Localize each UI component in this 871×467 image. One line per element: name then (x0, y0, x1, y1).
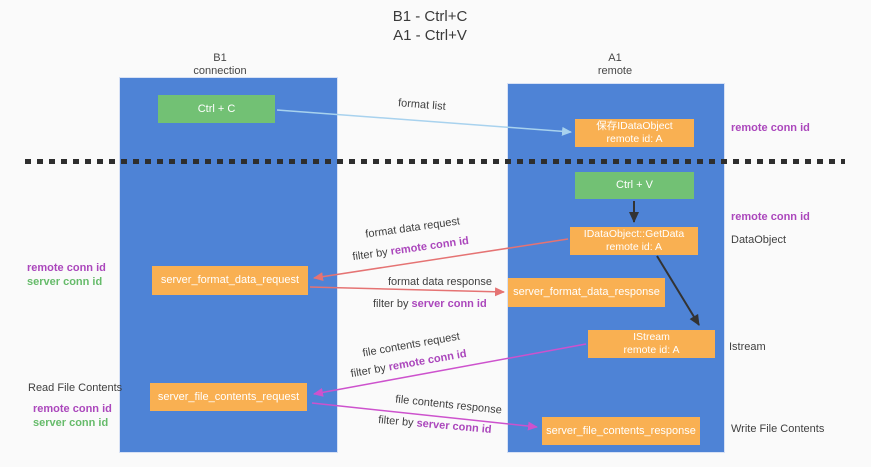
filter-prefix: filter by (349, 361, 390, 381)
node-istream-line2: remote id: A (623, 344, 680, 356)
node-saved-idataobject-line2: remote id: A (606, 133, 663, 145)
node-ctrl-v: Ctrl + V (575, 172, 694, 199)
node-ctrl-c-label: Ctrl + C (197, 102, 236, 115)
node-server-format-data-response: server_format_data_response (508, 278, 665, 307)
title-line-2: A1 - Ctrl+V (393, 27, 467, 44)
lane-a1-subtitle: remote (597, 65, 633, 77)
edge-label-file-contents-response-filter: filter by server conn id (378, 414, 492, 436)
filter-prefix: filter by (351, 245, 392, 264)
node-server-format-data-request-label: server_format_data_request (160, 274, 300, 286)
node-saved-idataobject-line1: 保存IDataObject (596, 120, 673, 132)
label-istream: Istream (729, 341, 766, 353)
diagram-title: B1 - Ctrl+C A1 - Ctrl+V (300, 7, 560, 45)
label-server-conn-id-file: server conn id (33, 417, 109, 429)
lane-b1-subtitle: connection (193, 65, 247, 77)
filter-key-server-conn-id: server conn id (411, 298, 487, 310)
node-saved-idataobject: 保存IDataObject remote id: A (575, 119, 694, 147)
label-write-file-contents: Write File Contents (731, 423, 825, 435)
lane-a1-name: A1 (608, 52, 622, 64)
node-ctrl-c: Ctrl + C (158, 95, 275, 123)
title-line-1: B1 - Ctrl+C (392, 8, 468, 25)
filter-prefix: filter by (373, 298, 412, 310)
node-server-file-contents-request: server_file_contents_request (150, 383, 307, 411)
label-remote-conn-id-format: remote conn id (27, 262, 106, 274)
node-server-format-data-request: server_format_data_request (152, 266, 308, 295)
edge-label-format-data-response-filter: filter by server conn id (373, 298, 487, 310)
edge-label-format-list: format list (397, 97, 447, 113)
lane-header-b1: B1 connection (120, 52, 320, 78)
label-remote-conn-id-top: remote conn id (731, 122, 810, 134)
edge-label-format-data-response: format data response (388, 276, 492, 288)
node-server-file-contents-request-label: server_file_contents_request (157, 390, 300, 403)
label-remote-conn-id-mid: remote conn id (731, 211, 810, 223)
label-remote-conn-id-file: remote conn id (33, 403, 112, 415)
node-idataobject-getdata-line2: remote id: A (605, 241, 663, 253)
node-server-format-data-response-label: server_format_data_response (513, 286, 660, 298)
copy-paste-divider-dashed-line (25, 159, 845, 164)
node-idataobject-getdata: IDataObject::GetData remote id: A (570, 227, 698, 255)
lane-header-a1: A1 remote (515, 52, 715, 78)
filter-prefix: filter by (377, 414, 418, 430)
node-server-file-contents-response-label: server_file_contents_response (546, 424, 696, 437)
node-istream: IStream remote id: A (588, 330, 715, 358)
label-read-file-contents: Read File Contents (28, 382, 123, 394)
node-ctrl-v-label: Ctrl + V (616, 179, 653, 191)
node-server-file-contents-response: server_file_contents_response (542, 417, 700, 445)
node-idataobject-getdata-line1: IDataObject::GetData (583, 228, 685, 240)
label-server-conn-id-format: server conn id (27, 276, 103, 288)
edge-label-file-contents-response: file contents response (394, 393, 503, 417)
node-istream-line1: IStream (633, 331, 670, 343)
filter-key-server-conn-id: server conn id (416, 417, 493, 436)
filter-key-remote-conn-id: remote conn id (389, 234, 470, 258)
label-dataobject: DataObject (731, 234, 787, 246)
lane-b1-name: B1 (213, 52, 227, 64)
